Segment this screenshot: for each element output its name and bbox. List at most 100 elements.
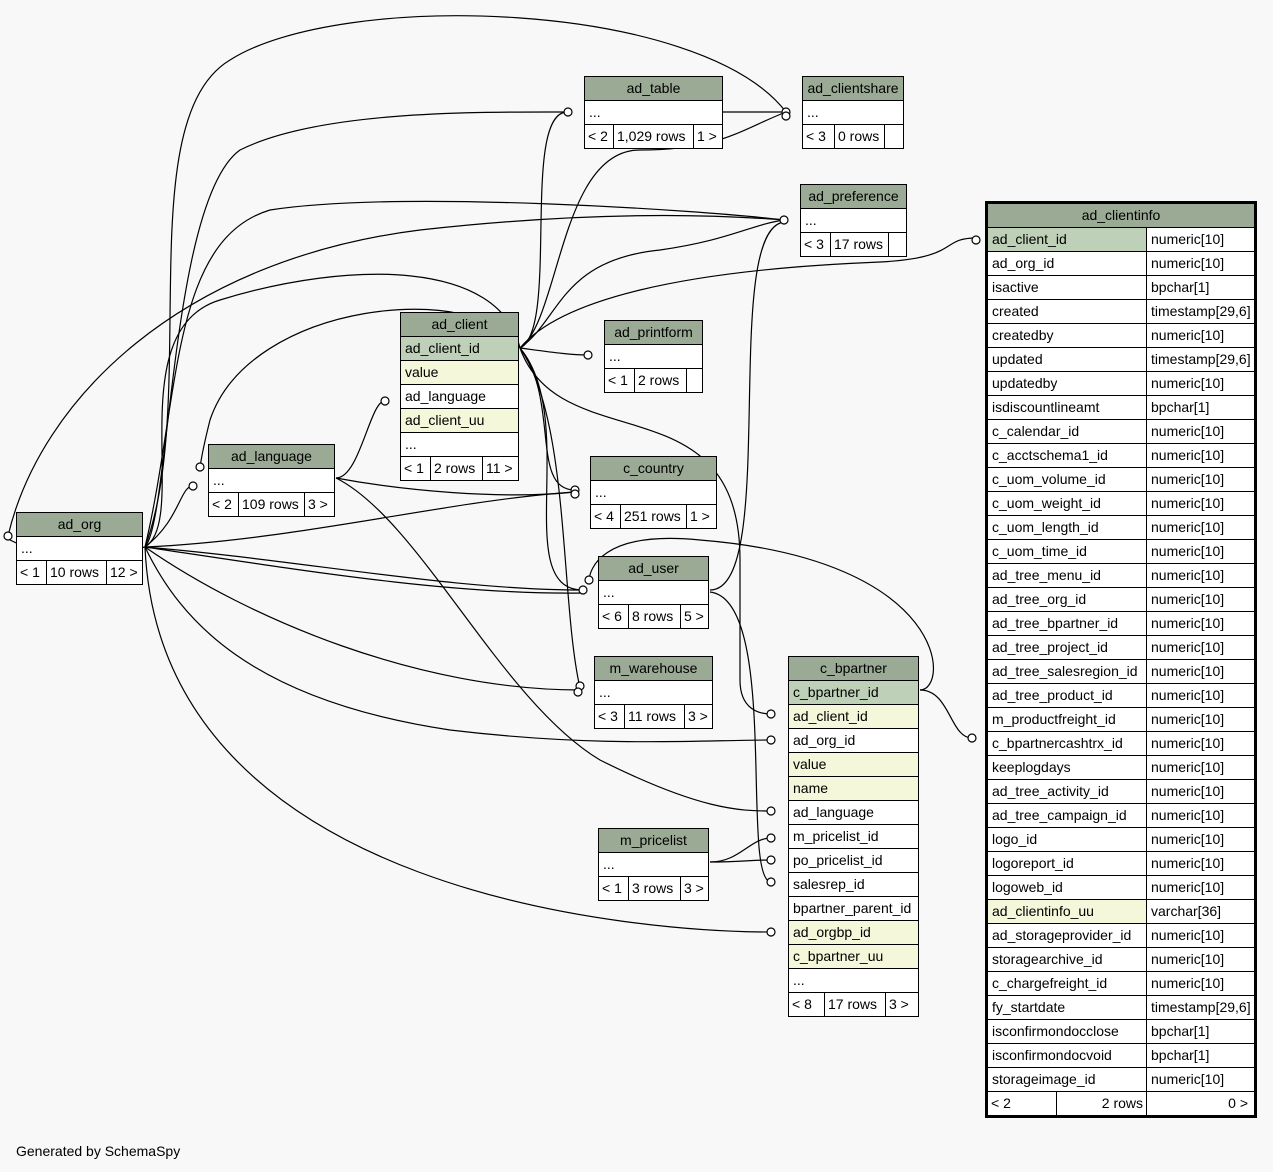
parents-count[interactable]: < 1 <box>608 372 628 388</box>
children-count[interactable]: 3 > <box>684 705 712 728</box>
column-type: numeric[10] <box>1146 612 1254 635</box>
parents-count[interactable]: < 2 <box>991 1095 1011 1111</box>
row-count: 10 rows <box>46 561 106 584</box>
column-row: value <box>401 361 518 385</box>
parents-count[interactable]: < 2 <box>588 128 608 144</box>
column-name: ad_tree_salesregion_id <box>992 663 1138 679</box>
edge-marker <box>583 350 593 360</box>
children-count[interactable]: 0 > <box>1146 1092 1254 1115</box>
parents-count[interactable]: < 1 <box>404 460 424 476</box>
column-name: c_calendar_id <box>992 423 1080 439</box>
edge-client-org <box>144 273 521 548</box>
column-name: ad_client_id <box>992 231 1067 247</box>
parents-count[interactable]: < 6 <box>602 608 622 624</box>
table-footer: < 2 1,029 rows 1 > <box>585 125 722 148</box>
edge-marker <box>3 531 13 541</box>
column-name: isconfirmondocclose <box>992 1023 1119 1039</box>
column-name: logo_id <box>992 831 1038 847</box>
edge-org-clientshare <box>144 15 787 548</box>
edge-org-warehouse <box>144 546 581 691</box>
table-m-warehouse[interactable]: m_warehouse ... < 3 11 rows 3 > <box>594 656 713 729</box>
column-type: numeric[10] <box>1146 252 1254 275</box>
row-count: 2 rows <box>634 369 686 392</box>
column-type: timestamp[29,6] <box>1146 348 1254 371</box>
column-type: numeric[10] <box>1146 540 1254 563</box>
edge-marker <box>766 735 776 745</box>
table-footer: < 1 2 rows 11 > <box>401 457 518 480</box>
parents-count[interactable]: < 2 <box>212 496 232 512</box>
column-row: po_pricelist_id <box>789 849 918 873</box>
table-m-pricelist[interactable]: m_pricelist ... < 1 3 rows 3 > <box>598 828 709 901</box>
children-count[interactable]: 5 > <box>680 605 708 628</box>
parents-count[interactable]: < 1 <box>20 564 40 580</box>
column-row: ... <box>605 345 702 369</box>
parents-count[interactable]: < 3 <box>806 128 826 144</box>
generated-by-label: Generated by SchemaSpy <box>16 1143 181 1159</box>
parents-count[interactable]: < 3 <box>598 708 618 724</box>
column-name: c_uom_length_id <box>992 519 1099 535</box>
column-row: c_calendar_id numeric[10] <box>988 420 1254 444</box>
row-count: 8 rows <box>628 605 680 628</box>
children-count[interactable]: 12 > <box>106 561 142 584</box>
table-c-bpartner[interactable]: c_bpartner c_bpartner_id ad_client_id ad… <box>788 656 919 1017</box>
table-c-country[interactable]: c_country ... < 4 251 rows 1 > <box>590 456 717 529</box>
column-row: ... <box>595 681 712 705</box>
table-ad-language[interactable]: ad_language ... < 2 109 rows 3 > <box>208 444 335 517</box>
column-row: ad_language <box>789 801 918 825</box>
column-type: numeric[10] <box>1146 756 1254 779</box>
column-row: ad_client_id <box>789 705 918 729</box>
table-ad-clientshare[interactable]: ad_clientshare ... < 3 0 rows <box>802 76 904 149</box>
edge-client-clientinfo <box>519 237 977 349</box>
column-name: ad_tree_product_id <box>992 687 1113 703</box>
table-ad-table[interactable]: ad_table ... < 2 1,029 rows 1 > <box>584 76 723 149</box>
column-name: ad_tree_activity_id <box>992 783 1109 799</box>
table-ad-printform[interactable]: ad_printform ... < 1 2 rows <box>604 320 703 393</box>
edge-client-table <box>519 111 569 349</box>
edge-marker <box>188 481 198 491</box>
edge-client-preference <box>519 219 785 349</box>
column-type: numeric[10] <box>1146 420 1254 443</box>
column-row: ... <box>803 101 903 125</box>
column-row: ... <box>801 209 906 233</box>
column-name: updatedby <box>992 375 1058 391</box>
children-count[interactable]: 3 > <box>304 493 334 516</box>
column-name: storageimage_id <box>992 1071 1096 1087</box>
column-name: c_chargefreight_id <box>992 975 1108 991</box>
children-count[interactable]: 1 > <box>693 125 722 148</box>
children-count[interactable]: 11 > <box>482 457 518 480</box>
column-type: numeric[10] <box>1146 636 1254 659</box>
parents-count[interactable]: < 1 <box>602 880 622 896</box>
parents-count[interactable]: < 4 <box>594 508 614 524</box>
children-count[interactable]: 3 > <box>680 877 708 900</box>
table-footer: < 3 11 rows 3 > <box>595 705 712 728</box>
parents-count[interactable]: < 8 <box>792 996 812 1012</box>
edge-bpartner-clientinfo <box>919 689 973 739</box>
column-row: ad_org_id <box>789 729 918 753</box>
row-count: 109 rows <box>238 493 304 516</box>
row-count: 17 rows <box>830 233 888 256</box>
table-ad-preference[interactable]: ad_preference ... < 3 17 rows <box>800 184 907 257</box>
column-name: c_uom_weight_id <box>992 495 1101 511</box>
children-count[interactable]: 1 > <box>686 505 716 528</box>
edge-client-printform <box>519 347 589 356</box>
column-name: created <box>992 303 1039 319</box>
column-row: ... <box>585 101 722 125</box>
column-type: numeric[10] <box>1146 732 1254 755</box>
edge-org-bpartner-orgbp <box>144 546 772 933</box>
column-type: bpchar[1] <box>1146 1044 1254 1067</box>
edge-marker <box>195 462 205 472</box>
table-ad-client[interactable]: ad_client ad_client_id value ad_language… <box>400 312 519 481</box>
parents-count[interactable]: < 3 <box>804 236 824 252</box>
table-ad-user[interactable]: ad_user ... < 6 8 rows 5 > <box>598 556 709 629</box>
column-row: ... <box>209 469 334 493</box>
children-count[interactable]: 3 > <box>885 993 918 1016</box>
table-ad-org[interactable]: ad_org ... < 1 10 rows 12 > <box>16 512 143 585</box>
